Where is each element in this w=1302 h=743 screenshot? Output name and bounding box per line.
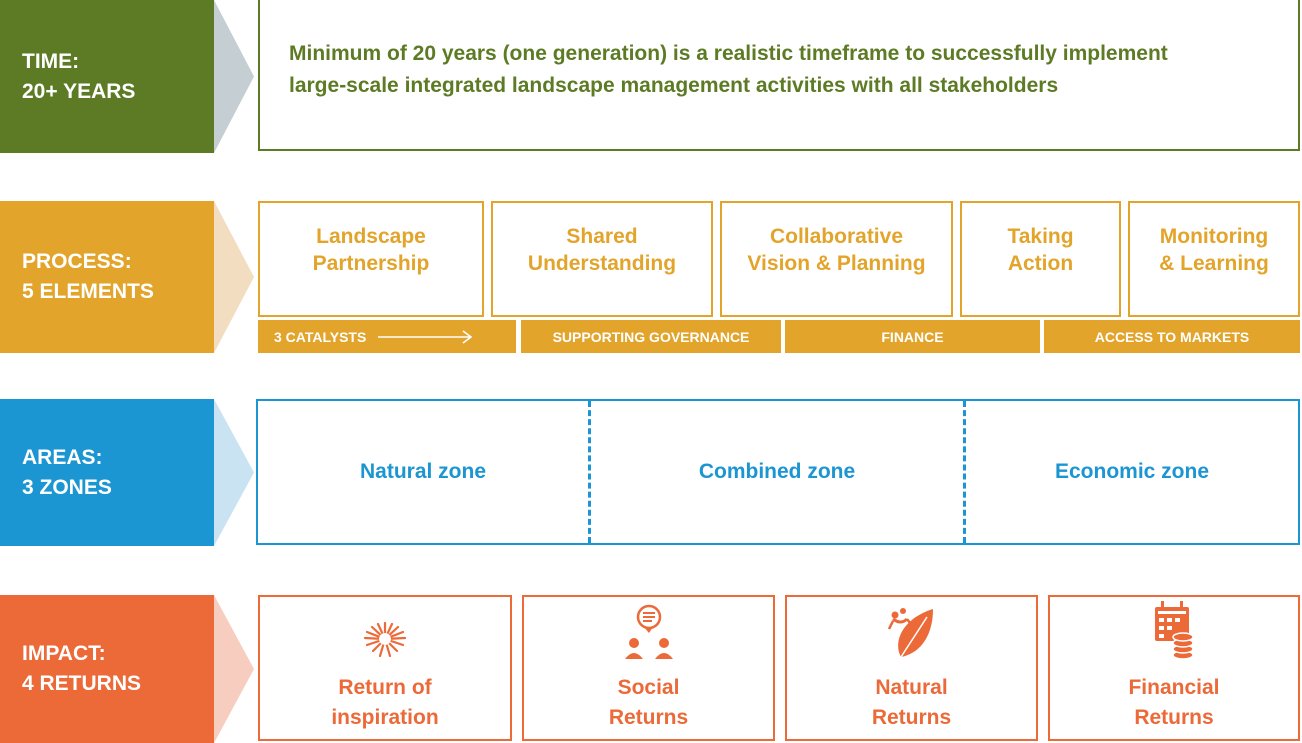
time-description-line1: Minimum of 20 years (one generation) is … (289, 42, 1168, 65)
zones-box: Natural zone Combined zone Economic zone (256, 399, 1300, 545)
zone-economic: Economic zone (1054, 460, 1210, 483)
process-element-line1: Collaborative (769, 225, 904, 248)
zone-combined: Combined zone (698, 460, 856, 483)
catalyst-access-to-markets: ACCESS TO MARKETS (1044, 320, 1300, 353)
frog-leaf-icon (887, 599, 937, 663)
time-label-line1: TIME: (22, 49, 80, 73)
catalyst-finance: FINANCE (785, 320, 1040, 353)
people-speech-icon (624, 599, 674, 663)
areas-label: AREAS: 3 ZONES (0, 399, 214, 546)
process-element-line1: Landscape (316, 225, 426, 248)
process-label-line2: 5 ELEMENTS (22, 280, 154, 303)
zone-natural: Natural zone (359, 460, 487, 483)
return-title: Natural Returns (871, 676, 952, 729)
calendar-coins-icon (1149, 599, 1199, 663)
return-inspiration: Return of inspiration (258, 595, 512, 741)
process-element-collaborative-vision: Collaborative Vision & Planning (720, 201, 953, 317)
process-element-landscape-partnership: Landscape Partnership (258, 201, 484, 317)
impact-label-line1: IMPACT: (22, 642, 106, 665)
return-financial: Financial Returns (1048, 595, 1300, 741)
arrow-right-icon (378, 329, 473, 344)
return-title: Return of inspiration (331, 676, 439, 729)
impact-label-line2: 4 RETURNS (22, 672, 142, 695)
process-label: PROCESS: 5 ELEMENTS (0, 201, 214, 353)
catalysts-label: 3 CATALYSTS (258, 320, 516, 353)
process-element-monitoring-learning: Monitoring & Learning (1128, 201, 1300, 317)
process-element-line1: Taking (1007, 225, 1074, 248)
time-description-box: Minimum of 20 years (one generation) is … (258, 0, 1300, 151)
time-label-line2: 20+ YEARS (22, 79, 136, 103)
areas-label-line2: 3 ZONES (22, 475, 112, 499)
process-element-line1: Monitoring (1159, 225, 1269, 248)
process-chevron (214, 201, 254, 353)
areas-chevron (214, 399, 254, 546)
catalyst-supporting-governance: SUPPORTING GOVERNANCE (521, 320, 781, 353)
return-natural: Natural Returns (785, 595, 1038, 741)
process-element-line2: Partnership (312, 252, 430, 275)
process-element-line2: Action (1007, 252, 1074, 275)
return-title: Social Returns (608, 676, 689, 729)
impact-label: IMPACT: 4 RETURNS (0, 595, 214, 743)
impact-row: IMPACT: 4 RETURNS (0, 595, 1302, 743)
return-social: Social Returns (522, 595, 775, 741)
zone-divider (963, 401, 966, 543)
process-element-line2: & Learning (1159, 252, 1269, 275)
process-element-shared-understanding: Shared Understanding (491, 201, 713, 317)
time-row: TIME: 20+ YEARS Minimum of 20 years (one… (0, 0, 1302, 153)
return-title: Financial Returns (1128, 676, 1220, 729)
sunburst-heart-icon (360, 599, 410, 663)
process-element-taking-action: Taking Action (960, 201, 1121, 317)
zone-divider (588, 401, 591, 543)
areas-row: AREAS: 3 ZONES Natural zone Combined zon… (0, 399, 1302, 546)
process-element-line2: Vision & Planning (747, 252, 926, 275)
process-element-line1: Shared (566, 225, 638, 248)
process-label-line1: PROCESS: (22, 250, 132, 273)
time-label: TIME: 20+ YEARS (0, 0, 214, 153)
areas-label-line1: AREAS: (22, 445, 103, 469)
impact-chevron (214, 595, 254, 743)
time-description-line2: large-scale integrated landscape managem… (289, 74, 1059, 97)
process-element-line2: Understanding (527, 252, 677, 275)
process-row: PROCESS: 5 ELEMENTS Landscape Partnershi… (0, 201, 1302, 353)
time-chevron (214, 0, 254, 153)
